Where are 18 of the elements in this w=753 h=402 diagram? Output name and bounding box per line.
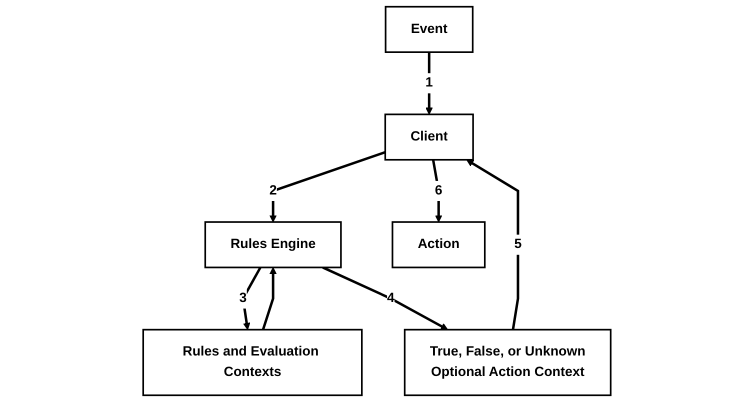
arrow xyxy=(268,151,386,222)
arrow xyxy=(261,267,276,330)
edge-label: 3 xyxy=(238,290,246,306)
arrow xyxy=(322,266,448,330)
node-box: Action xyxy=(391,221,486,268)
edge-label: 1 xyxy=(424,76,432,90)
arrow xyxy=(466,159,519,330)
edge-label: 6 xyxy=(434,183,442,198)
edge-label: 2 xyxy=(268,183,276,198)
node-box: Rules Engine xyxy=(204,221,342,268)
edge-label: 5 xyxy=(514,237,522,252)
arrow xyxy=(241,266,262,330)
edge-label: 4 xyxy=(386,290,394,306)
node-box: Client xyxy=(384,114,474,161)
node-box: Rules and Evaluation Contexts xyxy=(142,328,362,396)
node-box: True, False, or Unknown Optional Action Context xyxy=(403,328,612,396)
node-box: Event xyxy=(384,6,474,53)
arrow xyxy=(431,160,442,222)
